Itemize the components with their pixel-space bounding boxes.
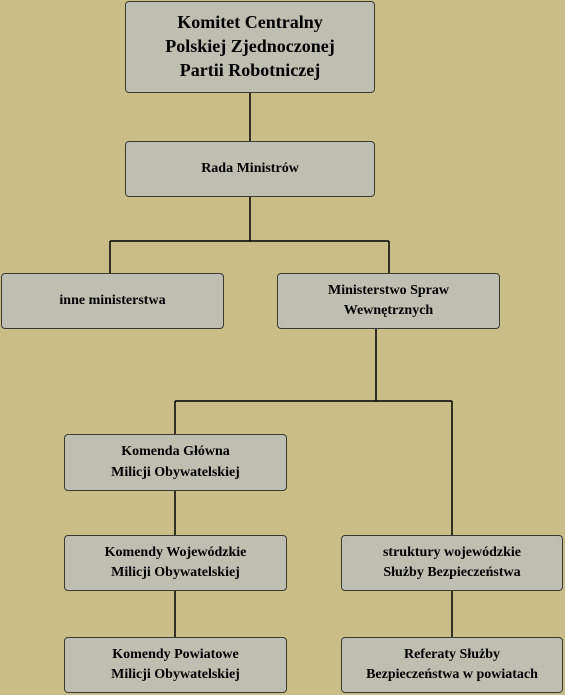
node-sb-pow-line-1: Referaty Służby (403, 646, 501, 662)
node-sb-pow: Referaty Służby Bezpieczeństwa w powiata… (341, 637, 563, 693)
node-kw-mo-line-1: Komendy Wojewódzkie (104, 544, 247, 560)
node-msw: Ministerstwo Spraw Wewnętrznych (277, 273, 500, 329)
node-kw-mo-line-2: Milicji Obywatelskiej (111, 565, 240, 580)
node-kc-pzpr-line-3: Partii Robotniczej (179, 59, 321, 80)
node-kc-pzpr-line-1: Komitet Centralny (177, 12, 323, 33)
node-kp-mo: Komendy Powiatowe Milicji Obywatelskiej (64, 637, 287, 693)
node-kc-pzpr: Komitet Centralny Polskiej Zjednoczonej … (125, 1, 375, 93)
node-kg-mo-line-1: Komenda Główna (121, 444, 230, 460)
node-msw-line-2: Wewnętrznych (343, 303, 434, 318)
node-sb-woj-line-1: struktury wojewódzkie (382, 544, 522, 560)
node-kg-mo-line-2: Milicji Obywatelskiej (111, 464, 240, 480)
node-inne-ministerstwa-line-1: inne ministerstwa (59, 292, 166, 308)
node-kw-mo: Komendy Wojewódzkie Milicji Obywatelskie… (64, 535, 287, 591)
node-sb-woj-line-2: Służby Bezpieczeństwa (383, 565, 521, 580)
node-rada-ministrow: Rada Ministrów (125, 141, 375, 197)
node-kp-mo-line-2: Milicji Obywatelskiej (111, 667, 240, 682)
node-kg-mo: Komenda Główna Milicji Obywatelskiej (64, 434, 287, 491)
node-sb-pow-line-2: Bezpieczeństwa w powiatach (366, 667, 538, 682)
node-kc-pzpr-line-2: Polskiej Zjednoczonej (165, 36, 335, 57)
node-inne-ministerstwa: inne ministerstwa (1, 273, 224, 329)
node-rada-ministrow-line-1: Rada Ministrów (201, 160, 299, 176)
node-sb-woj: struktury wojewódzkie Służby Bezpieczeńs… (341, 535, 563, 591)
node-kp-mo-line-1: Komendy Powiatowe (112, 646, 239, 662)
node-msw-line-1: Ministerstwo Spraw (328, 282, 449, 298)
